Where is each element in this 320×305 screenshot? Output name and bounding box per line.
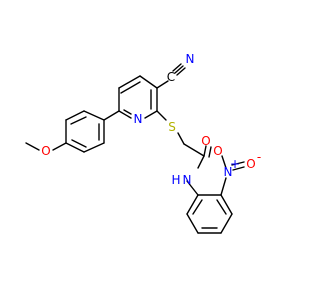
bond	[144, 110, 158, 119]
bond	[192, 199, 203, 215]
bond	[203, 145, 207, 157]
bond	[172, 63, 182, 72]
bond	[83, 142, 105, 153]
atom-label: H	[171, 173, 180, 187]
atom-label: O	[41, 144, 50, 158]
bond	[118, 75, 141, 89]
bond	[220, 194, 233, 215]
bond	[156, 110, 167, 121]
bond	[65, 142, 85, 153]
atom-label: N	[134, 112, 143, 126]
atom-label: C	[167, 70, 175, 84]
bond	[123, 109, 132, 115]
bond	[176, 67, 186, 76]
bond	[70, 116, 87, 125]
atom-label: N	[224, 165, 233, 179]
bond	[139, 75, 158, 89]
atom-label: N	[186, 52, 195, 66]
bond	[118, 110, 132, 119]
bond	[71, 139, 87, 148]
bond	[232, 166, 245, 171]
bond	[220, 177, 227, 196]
bond	[177, 132, 185, 145]
bond	[231, 161, 245, 166]
bond	[208, 146, 212, 158]
bond	[174, 65, 184, 74]
bond	[197, 155, 205, 169]
bond	[186, 194, 199, 215]
bond	[120, 81, 141, 94]
bond	[52, 142, 67, 151]
bond	[103, 110, 120, 121]
bond	[221, 155, 227, 169]
bond	[186, 180, 199, 196]
atom-label: O	[213, 144, 222, 158]
atom-label: S	[168, 120, 176, 134]
atom-label: N	[183, 173, 192, 187]
charge-label: +	[230, 157, 240, 171]
molecule-canvas: C N S N O N H O N + O O -	[25, 52, 261, 234]
bond	[25, 142, 40, 151]
bond	[220, 213, 233, 234]
atom-label: O	[201, 134, 210, 148]
bond	[186, 213, 199, 234]
bond	[65, 110, 85, 121]
bond	[183, 143, 205, 157]
charge-label: -	[257, 150, 261, 164]
bond	[216, 199, 227, 215]
atom-label: O	[246, 157, 255, 171]
bond	[156, 80, 169, 89]
bond	[83, 110, 105, 121]
molecule-structure-diagram: C N S N O N H O N + O O -	[25, 52, 261, 234]
